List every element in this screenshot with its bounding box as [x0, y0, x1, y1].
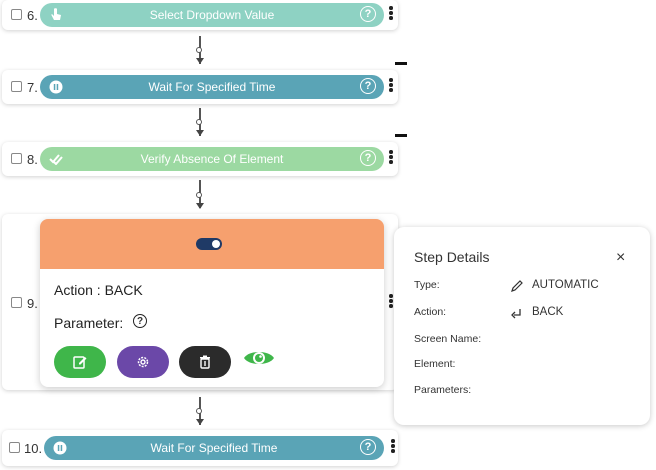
step-number: 10. — [24, 441, 43, 456]
edit-icon — [73, 356, 87, 369]
step-checkbox[interactable] — [11, 297, 22, 308]
pencil-icon — [511, 280, 523, 292]
screen-name-label: Screen Name: — [414, 333, 482, 345]
step-checkbox[interactable] — [11, 9, 22, 20]
help-icon[interactable]: ? — [360, 150, 376, 166]
pause-icon — [48, 79, 64, 95]
pause-icon — [52, 440, 68, 456]
delete-button[interactable] — [179, 346, 231, 378]
step-menu-icon[interactable] — [389, 294, 393, 309]
step-row-7: 7. Wait For Specified Time ? — [2, 70, 398, 104]
step-menu-icon[interactable] — [389, 78, 393, 93]
step-menu-icon[interactable] — [391, 439, 395, 454]
parameters-label: Parameters: — [414, 384, 472, 396]
double-check-icon — [48, 151, 64, 167]
step-number: 9. — [27, 296, 38, 311]
step-checkbox[interactable] — [11, 81, 22, 92]
parameter-help-icon[interactable]: ? — [133, 314, 147, 328]
step-label: Select Dropdown Value — [149, 8, 275, 22]
step-number: 8. — [27, 152, 38, 167]
step-action-bar[interactable]: Wait For Specified Time ? — [40, 75, 384, 99]
step-action-bar[interactable]: Select Dropdown Value ? — [40, 3, 384, 27]
type-value: AUTOMATIC — [532, 279, 599, 291]
step-label: Verify Absence Of Element — [140, 152, 284, 166]
toggle-switch[interactable] — [196, 238, 222, 250]
action-label: Action: — [414, 306, 447, 318]
step-checkbox[interactable] — [11, 153, 22, 164]
step-details-panel: Step Details × Type: AUTOMATIC Action: B… — [394, 227, 650, 425]
parameter-label: Parameter: — [54, 315, 124, 331]
type-label: Type: — [414, 279, 440, 291]
close-icon[interactable]: × — [616, 249, 626, 266]
step-number: 7. — [27, 80, 38, 95]
step-card-header — [40, 219, 384, 269]
panel-title: Step Details — [414, 249, 490, 265]
step-row-6: 6. Select Dropdown Value ? — [2, 0, 398, 30]
step-label: Wait For Specified Time — [150, 441, 278, 455]
step-number: 6. — [27, 8, 38, 23]
settings-icon — [137, 356, 149, 368]
step-action-bar[interactable]: Wait For Specified Time ? — [44, 436, 384, 460]
step-row-10: 10. Wait For Specified Time ? — [2, 430, 398, 466]
collapse-dash-icon[interactable] — [395, 62, 407, 65]
help-icon[interactable]: ? — [360, 78, 376, 94]
step-checkbox[interactable] — [9, 442, 20, 453]
step-label: Wait For Specified Time — [148, 80, 276, 94]
hand-pointer-icon — [48, 7, 64, 23]
element-label: Element: — [414, 358, 456, 370]
step-menu-icon[interactable] — [389, 150, 393, 165]
edit-button[interactable] — [54, 346, 106, 378]
step-card-expanded: Action : BACK Parameter: ? — [40, 219, 384, 387]
trash-icon — [200, 355, 210, 369]
step-menu-icon[interactable] — [389, 6, 393, 21]
step-action-bar[interactable]: Verify Absence Of Element ? — [40, 147, 384, 171]
settings-button[interactable] — [117, 346, 169, 378]
action-text: Action : BACK — [54, 282, 143, 298]
return-arrow-icon — [511, 309, 521, 319]
help-icon[interactable]: ? — [360, 6, 376, 22]
step-row-8: 8. Verify Absence Of Element ? — [2, 142, 398, 176]
eye-icon — [244, 352, 274, 364]
preview-button[interactable] — [243, 347, 275, 369]
collapse-dash-icon[interactable] — [395, 134, 407, 137]
action-value: BACK — [532, 306, 564, 318]
help-icon[interactable]: ? — [360, 439, 376, 455]
